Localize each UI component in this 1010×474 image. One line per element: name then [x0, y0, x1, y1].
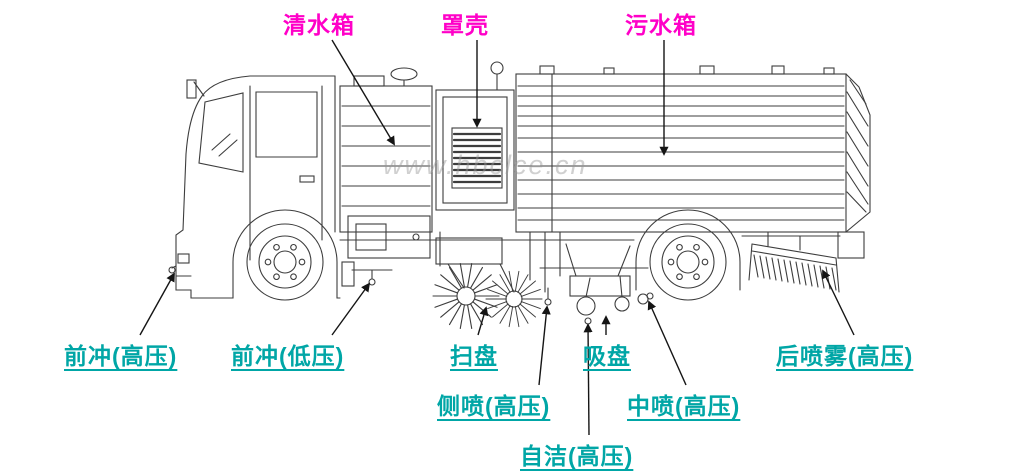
sewage-tank: [339, 65, 871, 291]
label-sweep-disc: 扫盘: [450, 343, 498, 369]
watermark: www.hbclce.cn: [383, 150, 588, 180]
rear-wheel: [649, 223, 727, 301]
sweep-disc-brushes: [432, 231, 561, 330]
arrow-front-flush-low: [331, 282, 371, 336]
clean-water-tank: [339, 67, 433, 233]
label-self-clean-high: 自洁(高压): [520, 443, 634, 469]
label-suction-plate: 吸盘: [583, 343, 631, 369]
label-front-flush-low: 前冲(低压): [231, 343, 345, 369]
arrow-clean-water-tank: [331, 39, 395, 146]
label-cover-shell: 罩壳: [441, 12, 489, 38]
rear-spray-assembly: [748, 231, 840, 293]
leader-arrows: [139, 39, 855, 436]
truck-cab: [168, 75, 431, 299]
label-clean-water-tank: 清水箱: [283, 12, 355, 38]
arrow-self-clean-high: [583, 323, 593, 436]
cover-shell: [435, 61, 515, 211]
label-side-spray-high: 侧喷(高压): [437, 393, 551, 419]
arrow-side-spray-high: [538, 305, 551, 386]
label-front-flush-high: 前冲(高压): [64, 343, 178, 369]
arrow-sweep-disc: [477, 306, 489, 336]
suction-plate-assembly: [351, 243, 654, 325]
arrow-mid-spray-high: [647, 300, 687, 386]
arrow-front-flush-high: [139, 272, 175, 336]
label-mid-spray-high: 中喷(高压): [627, 393, 741, 419]
label-sewage-tank: 污水箱: [625, 12, 697, 38]
arrow-rear-spray-high: [822, 269, 855, 336]
front-wheel: [246, 223, 324, 301]
label-rear-spray-high: 后喷雾(高压): [776, 343, 914, 369]
